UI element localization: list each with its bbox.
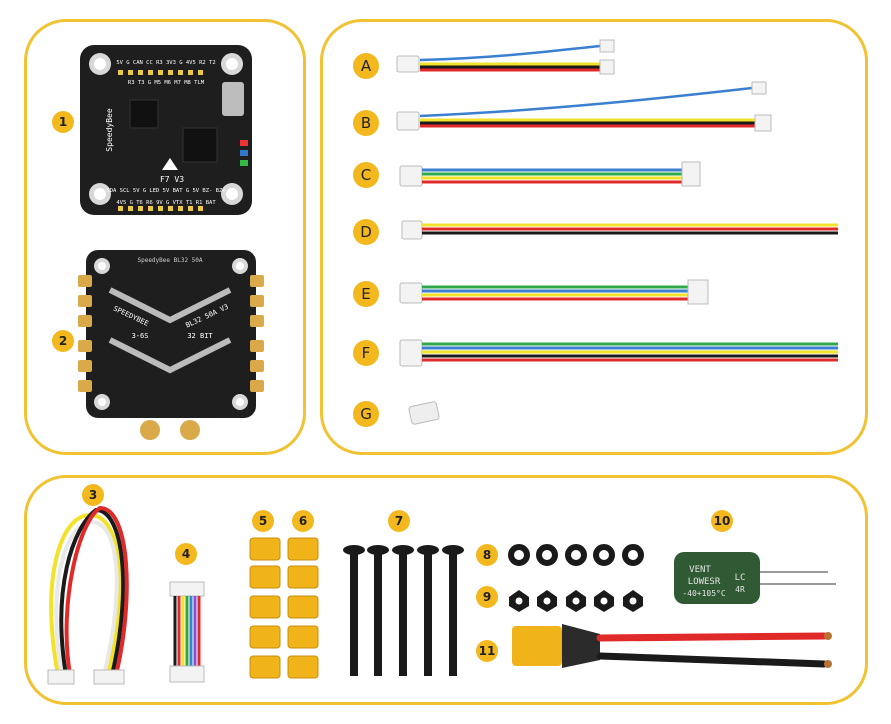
- badge-cable-g: G: [353, 401, 379, 427]
- accessories-panel: [24, 475, 868, 705]
- badge-cable-c: C: [353, 162, 379, 188]
- badge-esc: 2: [52, 330, 74, 352]
- boards-panel: [24, 19, 306, 455]
- badge-cable-e: E: [353, 281, 379, 307]
- badge-cable-d: D: [353, 219, 379, 245]
- badge-8: 8: [476, 544, 498, 566]
- badge-3: 3: [82, 484, 104, 506]
- badge-cable-f: F: [353, 340, 379, 366]
- badge-cable-b: B: [353, 110, 379, 136]
- badge-7: 7: [388, 510, 410, 532]
- badge-6: 6: [292, 510, 314, 532]
- badge-9: 9: [476, 586, 498, 608]
- badge-11: 11: [476, 640, 498, 662]
- badge-10: 10: [711, 510, 733, 532]
- cables-panel: [320, 19, 868, 455]
- badge-5: 5: [252, 510, 274, 532]
- badge-4: 4: [175, 543, 197, 565]
- badge-cable-a: A: [353, 53, 379, 79]
- badge-fc: 1: [52, 111, 74, 133]
